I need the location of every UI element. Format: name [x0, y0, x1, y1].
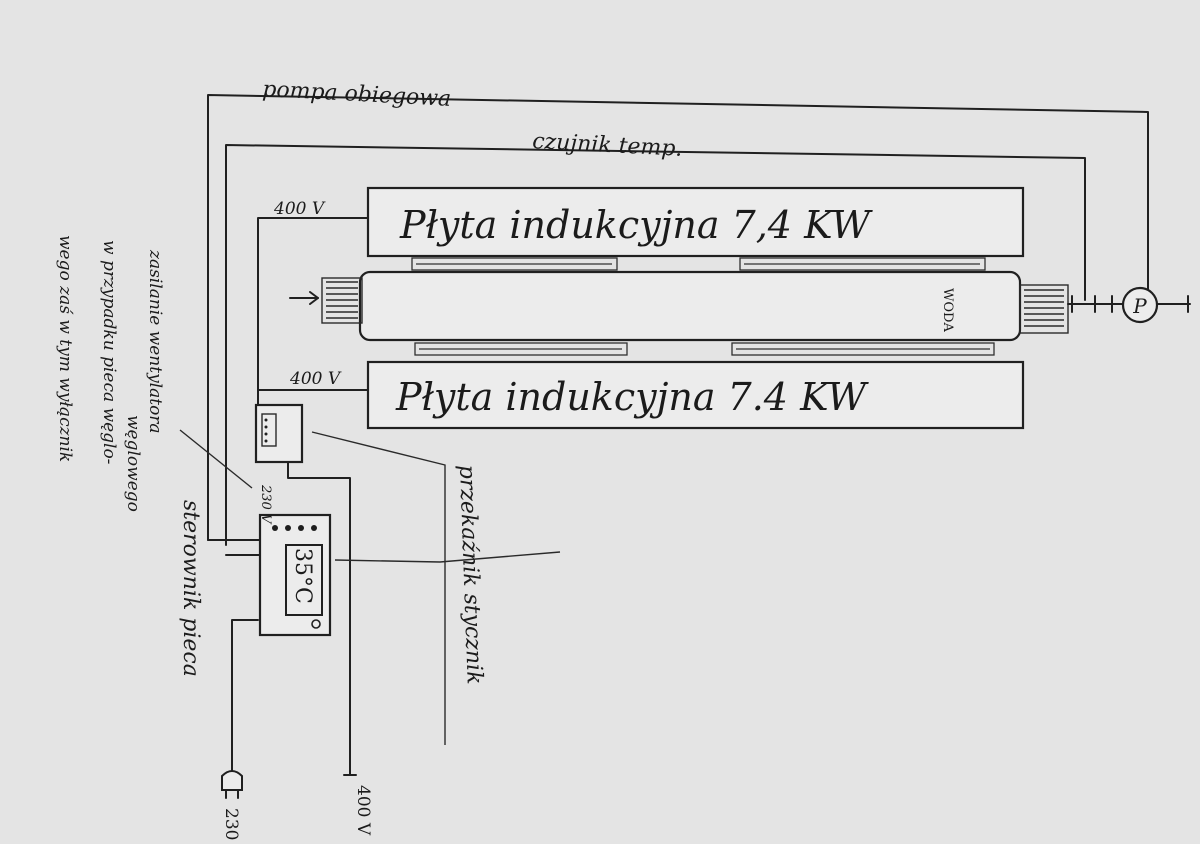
controller-side-line [334, 551, 561, 563]
thread-left [321, 277, 363, 324]
pump-symbol-label: P [1132, 294, 1147, 318]
thread-right [1019, 284, 1069, 334]
note-line-3: wego zaś w tym wyłącznik [55, 235, 75, 462]
induction-plate-bottom [366, 360, 1025, 430]
note-end: węglowego [123, 415, 143, 512]
feed-wire-top [257, 217, 371, 406]
controller-knob [311, 619, 321, 629]
temp-sensor-wire [225, 144, 1086, 546]
label-supply-400: 400 V [353, 785, 373, 836]
water-tube [358, 270, 1022, 342]
label-voltage-bottom: 400 V [289, 369, 342, 389]
label-controller-input: 230 V [258, 484, 273, 525]
controller-leds [272, 525, 317, 531]
coils-bottom [414, 342, 995, 356]
contactor-terminal [261, 413, 277, 447]
label-water: WODA [940, 288, 955, 332]
plug-wire [231, 619, 259, 777]
induction-plate-top [366, 186, 1025, 258]
controller-display [285, 544, 323, 616]
relay-leader [311, 431, 446, 745]
label-plug: 230 [221, 808, 241, 840]
label-plate-bottom: Płyta indukcyjna 7.4 KW [395, 375, 869, 419]
pump-wire [207, 94, 1149, 541]
label-voltage-top: 400 V [273, 199, 326, 219]
inlet-arrow-head [309, 291, 319, 305]
pump-symbol [1121, 286, 1159, 324]
note-line-2: w przypadku pieca węglo- [99, 240, 119, 465]
label-plate-top: Płyta indukcyjna 7,4 KW [399, 203, 873, 247]
contactor-wire [287, 461, 351, 776]
contactor-dots [264, 418, 268, 443]
display-reading: 35°C [290, 548, 315, 604]
coils-top [411, 257, 986, 271]
note-line-1: zasilanie wentylatora [145, 249, 165, 434]
label-controller: sterownik pieca [178, 500, 203, 677]
plug-icon [221, 770, 243, 799]
note-leader [179, 429, 253, 489]
